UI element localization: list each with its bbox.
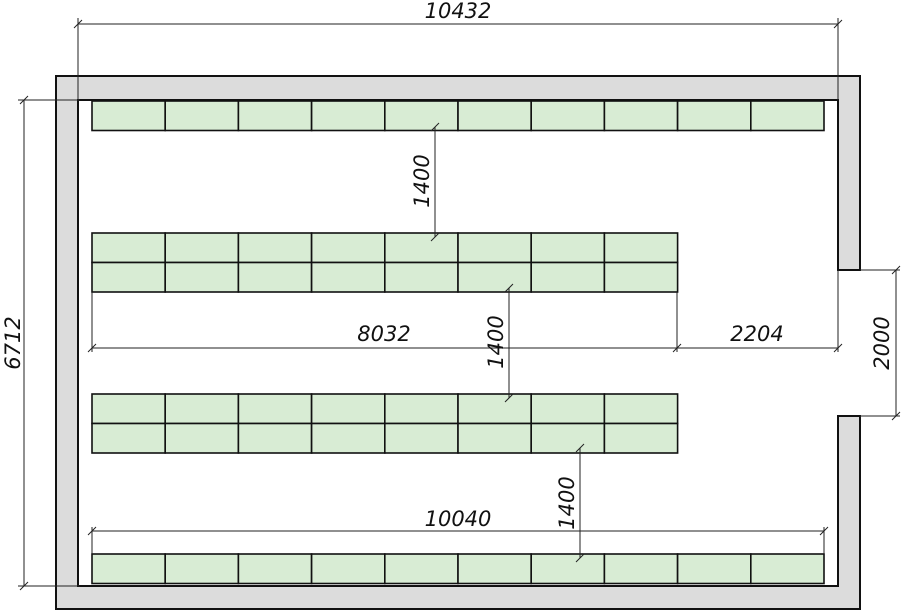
row-1-shelf-module [676, 100, 752, 132]
row-3-shelf-module [457, 422, 532, 454]
row-3-shelf-module [310, 422, 386, 454]
row-2-shelf-module [164, 261, 240, 293]
row-3-shelf-module [530, 393, 606, 425]
aisle-3-tick-top [575, 443, 585, 453]
dimension-lines [18, 18, 901, 591]
row-3-shelf-module [164, 393, 240, 425]
dimension-labels: 10432 6712 8032 2204 2000 10040 1400 140… [1, 0, 894, 531]
row-4-shelf-module [383, 553, 459, 585]
overall-height-tick-top [19, 95, 29, 105]
row-4-shelf-module [530, 553, 606, 585]
row-3-shelf-module [603, 422, 679, 454]
row-1-shelf-module [749, 100, 825, 132]
row-1-shelf-module [237, 100, 313, 132]
bottom-row-tick-left [87, 526, 97, 536]
row-2-shelf-module [164, 232, 240, 264]
row-3-shelf-module [91, 393, 166, 425]
row-2-shelf-module [530, 261, 606, 293]
aisle-1-tick-top [430, 122, 440, 132]
bottom-row-tick-right [819, 526, 829, 536]
row-3-shelf-module [530, 422, 606, 454]
row-1-shelf-module [383, 100, 459, 132]
overall-width-tick-right [833, 19, 843, 29]
row-length-label: 8032 [357, 322, 410, 346]
row-4-shelf-module [237, 553, 313, 585]
row-2-shelf-module [457, 261, 532, 293]
row-4-shelf-module [603, 553, 679, 585]
row-2-shelf-module [603, 261, 679, 293]
row-2-shelf-module [310, 232, 386, 264]
shelf-rows [91, 100, 825, 585]
aisle-2-tick-bottom [504, 393, 514, 403]
row-4-shelf-module [749, 553, 825, 585]
row-length-tick-left [87, 343, 97, 353]
row-2-shelf-module [91, 232, 166, 264]
row-3-shelf-module [310, 393, 386, 425]
row-3-shelf-module [237, 422, 313, 454]
aisle-3-label: 1400 [555, 476, 579, 529]
row-3-shelf-module [603, 393, 679, 425]
overall-height-label: 6712 [1, 316, 25, 369]
row-3-shelf-module [457, 393, 532, 425]
row-2-shelf-module [383, 232, 459, 264]
row-1-shelf-module [164, 100, 240, 132]
row-2-shelf-module [91, 261, 166, 293]
row-4-shelf-module [310, 553, 386, 585]
overall-height-tick-bottom [19, 581, 29, 591]
row-3-shelf-module [164, 422, 240, 454]
door-width-label: 2000 [870, 316, 894, 369]
row-2-shelf-module [237, 232, 313, 264]
row-2-shelf-module [237, 261, 313, 293]
row-2-shelf-module [530, 232, 606, 264]
row-2-shelf-module [383, 261, 459, 293]
aisle-1-label: 1400 [410, 154, 434, 207]
overall-width-label: 10432 [425, 0, 492, 23]
row-3-shelf-module [237, 393, 313, 425]
row-3-shelf-module [91, 422, 166, 454]
row-4-shelf-module [676, 553, 752, 585]
row-2-shelf-module [603, 232, 679, 264]
row-4-shelf-module [457, 553, 532, 585]
row-4-shelf-module [164, 553, 240, 585]
overall-width-tick-left [73, 19, 83, 29]
row-4-shelf-module [91, 553, 166, 585]
side-gap-tick-right [833, 343, 843, 353]
door-tick-top [891, 265, 901, 275]
aisle-2-tick-top [504, 283, 514, 293]
row-2-shelf-module [310, 261, 386, 293]
row-1-shelf-module [457, 100, 532, 132]
row-3-shelf-module [383, 393, 459, 425]
row-1-shelf-module [603, 100, 679, 132]
aisle-2-label: 1400 [484, 315, 508, 368]
row-2-shelf-module [457, 232, 532, 264]
bottom-row-length-label: 10040 [425, 507, 492, 531]
aisle-3-tick-bottom [575, 553, 585, 563]
aisle-1-tick-bottom [430, 232, 440, 242]
door-tick-bottom [891, 411, 901, 421]
row-1-shelf-module [530, 100, 606, 132]
side-gap-label: 2204 [730, 322, 783, 346]
row-1-shelf-module [91, 100, 166, 132]
row-length-tick-right [672, 343, 682, 353]
row-1-shelf-module [310, 100, 386, 132]
row-3-shelf-module [383, 422, 459, 454]
